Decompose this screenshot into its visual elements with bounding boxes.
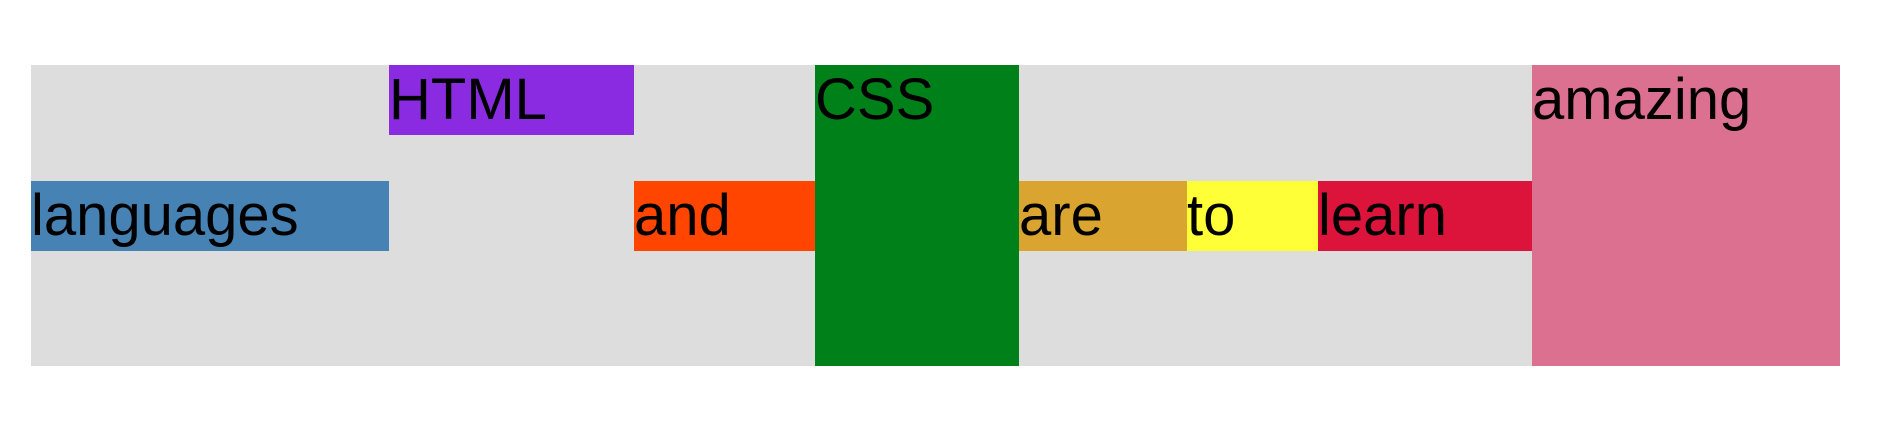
flex-container: languages HTML and CSS are to learn amaz… bbox=[31, 65, 1840, 366]
item-html: HTML bbox=[389, 65, 634, 135]
item-and: and bbox=[634, 181, 815, 251]
item-learn: learn bbox=[1318, 181, 1532, 251]
item-amazing: amazing bbox=[1532, 65, 1840, 366]
item-to: to bbox=[1187, 181, 1318, 251]
item-css: CSS bbox=[815, 65, 1019, 366]
item-languages: languages bbox=[31, 181, 389, 251]
item-are: are bbox=[1019, 181, 1187, 251]
